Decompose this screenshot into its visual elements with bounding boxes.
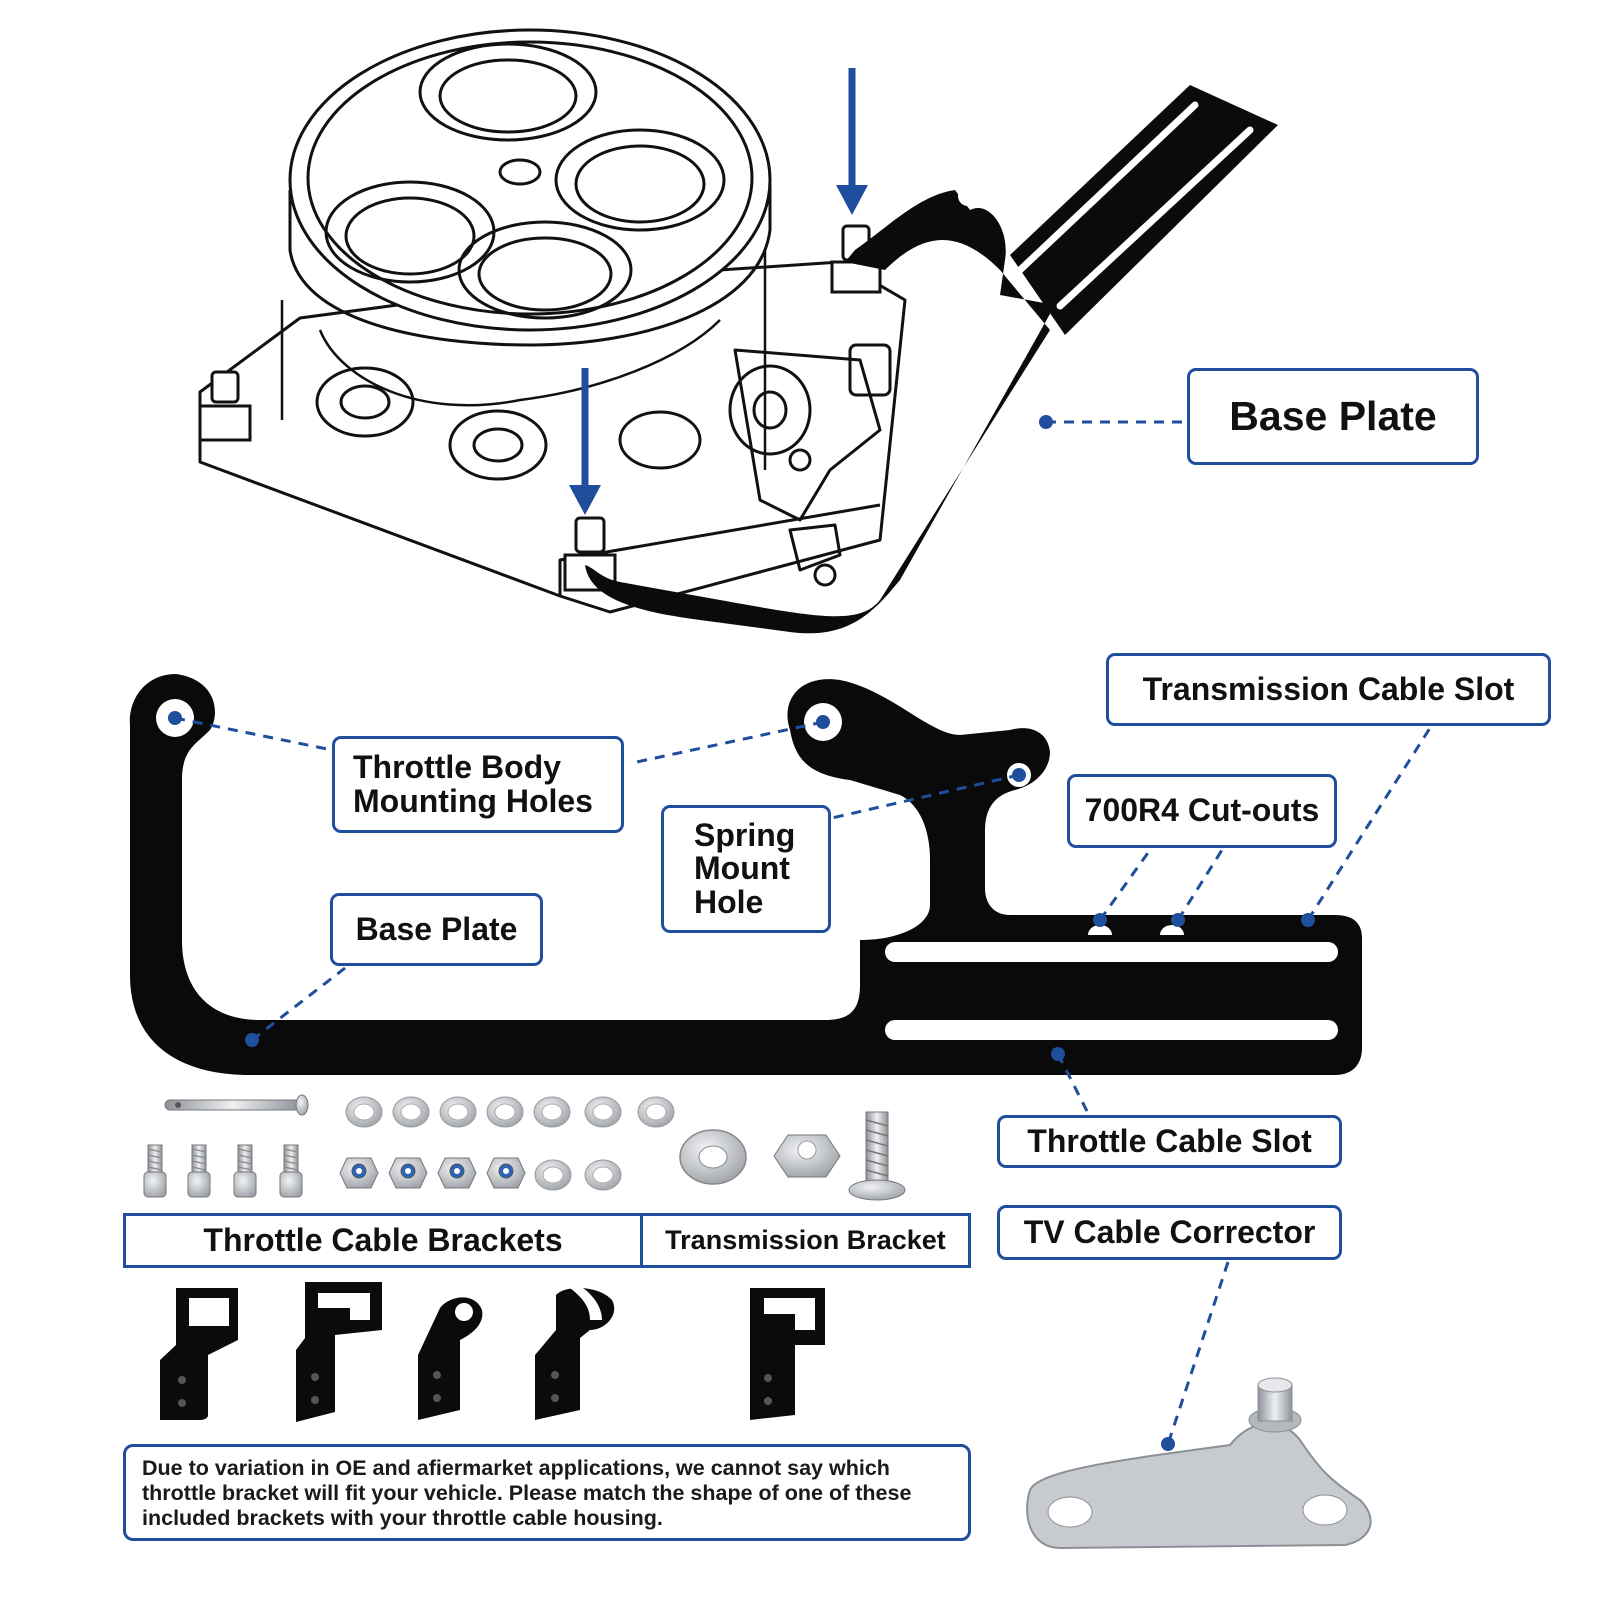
small-washer xyxy=(534,1159,572,1191)
label-transmission-cable-slot: Transmission Cable Slot xyxy=(1106,653,1551,726)
leader-dots xyxy=(168,415,1315,1451)
throttle-body-illustration xyxy=(198,28,907,614)
arrow-down-icon xyxy=(569,368,601,515)
label-700r4-cutouts: 700R4 Cut-outs xyxy=(1067,774,1337,848)
bracket-square-window xyxy=(160,1288,238,1420)
small-washer xyxy=(392,1096,430,1128)
header-throttle-cable-brackets: Throttle Cable Brackets xyxy=(123,1213,643,1268)
hardware-kit xyxy=(143,1094,906,1201)
note-text: Due to variation in OE and afiermarket a… xyxy=(142,1456,912,1530)
label-base-plate-top: Base Plate xyxy=(1187,368,1479,465)
label-base-plate-bottom: Base Plate xyxy=(330,893,543,966)
small-washer xyxy=(533,1096,571,1128)
clevis-pin xyxy=(164,1094,309,1116)
tv-cable-corrector-part xyxy=(1026,1377,1372,1550)
base-plate-mounted xyxy=(585,85,1278,634)
socket-bolt xyxy=(187,1144,211,1198)
label-spring-mount-hole: Spring Mount Hole xyxy=(661,805,831,933)
stud-front-left xyxy=(198,370,252,442)
small-washer xyxy=(584,1096,622,1128)
header-transmission-bracket: Transmission Bracket xyxy=(640,1213,971,1268)
small-washer xyxy=(439,1096,477,1128)
label-throttle-body-mounting-holes: Throttle Body Mounting Holes xyxy=(332,736,624,833)
nylock-nuts xyxy=(339,1157,526,1189)
arrow-down-icon xyxy=(836,68,868,215)
nylock-nut xyxy=(339,1157,379,1189)
large-washer xyxy=(679,1129,747,1185)
socket-bolts xyxy=(143,1144,303,1198)
bracket-open-clip xyxy=(535,1286,615,1420)
label-throttle-cable-slot: Throttle Cable Slot xyxy=(997,1115,1342,1168)
mounting-arrows xyxy=(569,68,868,515)
label-tv-cable-corrector: TV Cable Corrector xyxy=(997,1205,1342,1260)
large-nylock-nut xyxy=(773,1134,841,1178)
small-washer xyxy=(486,1096,524,1128)
small-washer xyxy=(584,1159,622,1191)
small-washer xyxy=(345,1096,383,1128)
small-washers xyxy=(345,1096,675,1191)
socket-bolt xyxy=(233,1144,257,1198)
throttle-cable-brackets xyxy=(160,1282,615,1422)
leader-lines xyxy=(174,420,1432,1445)
base-plate-flat xyxy=(129,674,1363,1075)
nylock-nut xyxy=(486,1157,526,1189)
socket-bolt xyxy=(143,1144,167,1198)
small-washer xyxy=(637,1096,675,1128)
nylock-nut xyxy=(437,1157,477,1189)
transmission-bracket xyxy=(750,1288,825,1420)
flange-bolt xyxy=(848,1111,906,1201)
nylock-nut xyxy=(388,1157,428,1189)
compatibility-note: Due to variation in OE and afiermarket a… xyxy=(123,1444,971,1541)
bracket-open-slot xyxy=(296,1282,382,1422)
bracket-round-eye xyxy=(418,1297,483,1420)
socket-bolt xyxy=(279,1144,303,1198)
